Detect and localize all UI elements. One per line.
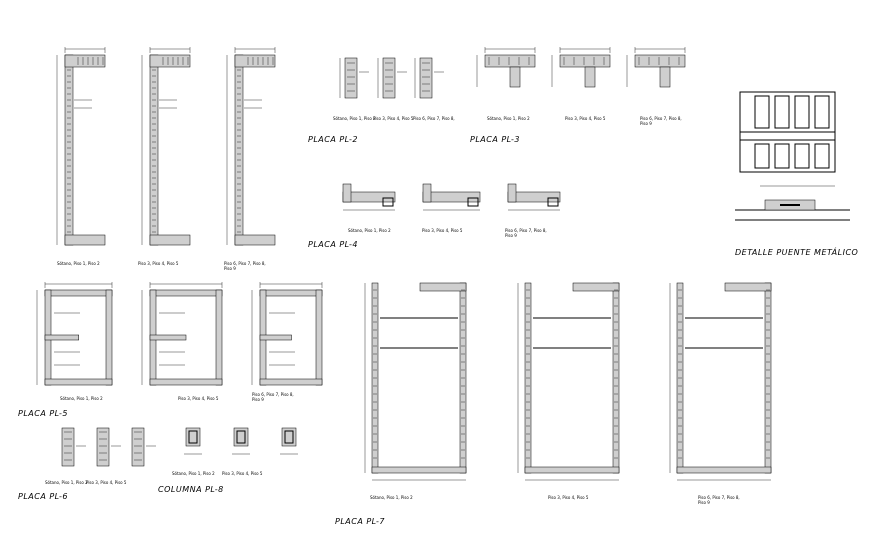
base-section	[234, 234, 276, 246]
caption: Piso 3, Piso 4, Piso 5	[178, 396, 219, 401]
caption: Piso 3, Piso 4, Piso 5	[222, 471, 263, 476]
caption: Sótano, Piso 1, Piso 2	[487, 116, 530, 121]
caption: Piso 9	[698, 500, 710, 505]
title-placa-pl4: PLACA PL-4	[308, 240, 358, 249]
middle-beam	[259, 334, 292, 341]
caption: Sótano, Piso 1, Piso 2	[370, 495, 413, 500]
bay	[794, 143, 810, 169]
stirrup	[284, 430, 294, 444]
title-columna-pl8: COLUMNA PL-8	[158, 485, 224, 494]
middle-beam	[44, 334, 79, 341]
column-section	[131, 427, 145, 467]
flange-section	[484, 54, 536, 68]
caption: Sótano, Piso 1, Piso 2	[57, 261, 100, 266]
bay	[794, 95, 810, 129]
caption: Piso 3, Piso 4, Piso 5	[565, 116, 606, 121]
caption: Piso 9	[252, 397, 264, 402]
top-beam	[724, 282, 772, 292]
caption: Piso 9	[224, 266, 236, 271]
bay	[774, 95, 790, 129]
bay	[754, 143, 770, 169]
title-placa-pl2: PLACA PL-2	[308, 135, 358, 144]
caption: Piso 6, Piso 7, Piso 8,	[505, 228, 547, 233]
top-beam	[572, 282, 620, 292]
caption: Piso 9	[505, 233, 517, 238]
right-wall	[105, 289, 113, 386]
flange-section	[634, 54, 686, 68]
wall-section	[149, 54, 159, 246]
caption: Piso 3, Piso 4, Piso 5	[548, 495, 589, 500]
top-beam	[419, 282, 467, 292]
right-wall	[315, 289, 323, 386]
flange-section	[422, 191, 481, 203]
web-section	[659, 66, 671, 88]
bay	[754, 95, 770, 129]
caption: Piso 6, Piso 7, Piso 8,	[413, 116, 455, 121]
bay	[814, 95, 830, 129]
title-placa-pl5: PLACA PL-5	[18, 409, 68, 418]
bottom-beam	[44, 378, 113, 386]
caption: Piso 3, Piso 4, Piso 5	[373, 116, 414, 121]
flange-section	[64, 54, 106, 68]
bottom-beam	[149, 378, 223, 386]
caption: Piso 6, Piso 7, Piso 8,	[640, 116, 682, 121]
caption: Sótano, Piso 1, Piso 2	[172, 471, 215, 476]
top-beam	[259, 289, 323, 297]
caption: Piso 6, Piso 7, Piso 8,	[252, 392, 294, 397]
caption: Sótano, Piso 1, Piso 2	[348, 228, 391, 233]
caption: Piso 3, Piso 4, Piso 5	[138, 261, 179, 266]
flange-section	[234, 54, 276, 68]
web-section	[509, 66, 521, 88]
base-section	[64, 234, 106, 246]
stirrup	[236, 430, 246, 444]
caption: Sótano, Piso 1, Piso 2	[333, 116, 376, 121]
base-slab	[676, 466, 772, 474]
column-section	[344, 57, 358, 99]
anchor	[547, 197, 559, 207]
end-section	[507, 183, 517, 203]
caption: Piso 9	[640, 121, 652, 126]
title-placa-pl7: PLACA PL-7	[335, 517, 385, 526]
end-section	[422, 183, 432, 203]
wall-section	[64, 54, 74, 246]
stirrup	[188, 430, 198, 444]
top-beam	[44, 289, 113, 297]
caption: Piso 3, Piso 4, Piso 5	[86, 480, 127, 485]
title-placa-pl6: PLACA PL-6	[18, 492, 68, 501]
anchor	[382, 197, 394, 207]
caption: Piso 6, Piso 7, Piso 8,	[698, 495, 740, 500]
caption: Piso 6, Piso 7, Piso 8,	[224, 261, 266, 266]
top-beam	[149, 289, 223, 297]
flange-section	[149, 54, 191, 68]
middle-beam	[149, 334, 187, 341]
title-placa-pl3: PLACA PL-3	[470, 135, 520, 144]
flange-section	[559, 54, 611, 68]
column-section	[61, 427, 75, 467]
bay	[814, 143, 830, 169]
column-section	[96, 427, 110, 467]
bay	[774, 143, 790, 169]
base-section	[149, 234, 191, 246]
right-wall	[215, 289, 223, 386]
drawing-shapes	[36, 47, 850, 481]
caption: Sótano, Piso 1, Piso 2	[60, 396, 103, 401]
caption: Piso 3, Piso 4, Piso 5	[422, 228, 463, 233]
title-detalle-puente: DETALLE PUENTE METÁLICO	[735, 246, 858, 257]
column-section	[382, 57, 396, 99]
web-section	[584, 66, 596, 88]
wall-section	[234, 54, 244, 246]
base-slab	[524, 466, 620, 474]
column-section	[419, 57, 433, 99]
anchor	[467, 197, 479, 207]
end-section	[342, 183, 352, 203]
base-slab	[371, 466, 467, 474]
bottom-beam	[259, 378, 323, 386]
caption: Sótano, Piso 1, Piso 2	[45, 480, 88, 485]
